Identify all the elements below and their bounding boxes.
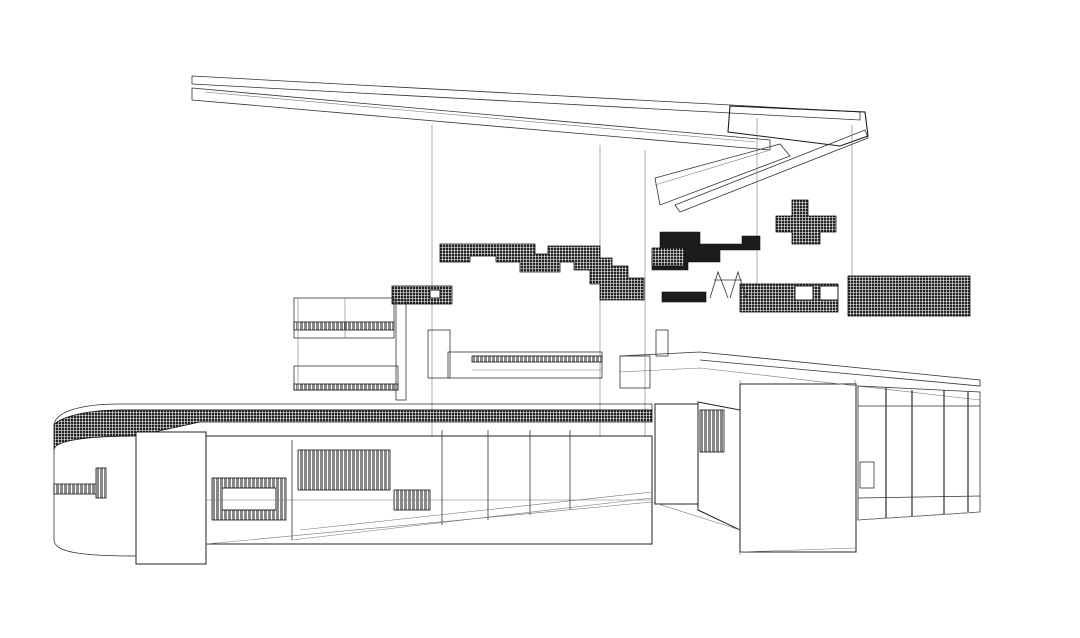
hanging-pixel-sign (391, 243, 645, 305)
hanging-pixel-cluster (651, 199, 971, 317)
right-partition (619, 329, 981, 553)
upper-cabinet (293, 297, 399, 391)
floor-lines (205, 501, 981, 553)
storefront-glazing (857, 385, 981, 521)
bar-counter (53, 403, 653, 565)
back-shelving (395, 299, 603, 401)
ceiling-beams (191, 75, 869, 213)
